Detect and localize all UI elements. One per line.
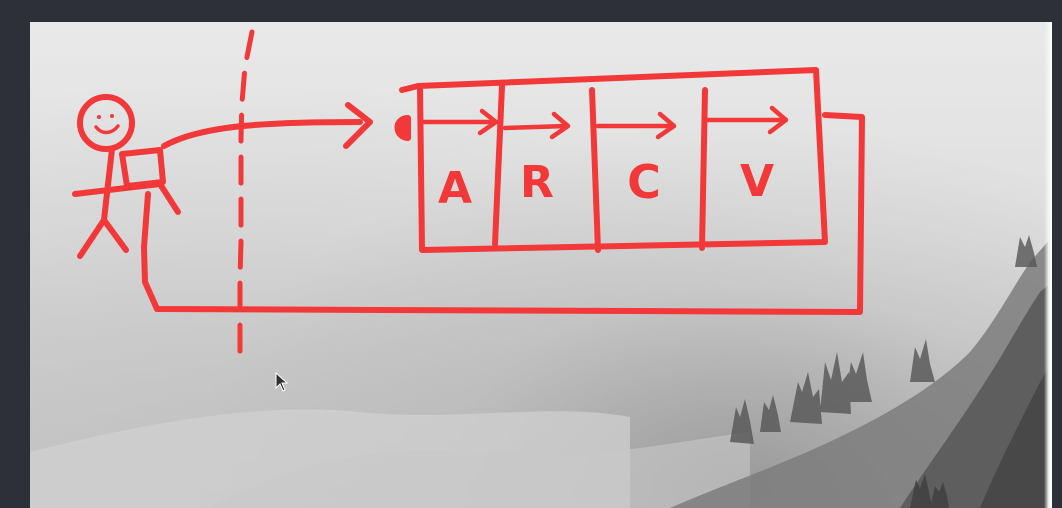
tree (760, 395, 781, 432)
tree (730, 399, 754, 444)
cell-divider (589, 87, 601, 253)
cell-letter-r: R (520, 157, 554, 208)
tree (845, 352, 872, 402)
return-loop (141, 112, 865, 315)
cell-letter-c: C (627, 155, 661, 209)
tree (910, 339, 935, 382)
tree (930, 482, 949, 508)
tree (1015, 235, 1037, 267)
whiteboard-canvas[interactable]: A R C V (30, 22, 1052, 508)
tree (910, 474, 932, 508)
canvas-right-edge (1044, 22, 1052, 508)
cell-arrows (417, 105, 789, 140)
background-photo (30, 235, 1052, 508)
cell-divider (699, 87, 708, 251)
mouse-pointer-icon (275, 372, 289, 392)
dashed-boundary-line (237, 29, 255, 365)
list-box (399, 67, 828, 253)
cell-letter-v: V (740, 156, 774, 207)
mountain-rock-shadow (980, 362, 1052, 508)
arrow-to-list (161, 119, 363, 149)
entry-dot (394, 115, 411, 141)
arrow-head (343, 102, 373, 149)
cell-letter-a: A (438, 163, 472, 214)
tree (820, 352, 851, 414)
fog-hill (210, 432, 750, 508)
red-ink-drawing: A R C V (72, 29, 865, 365)
tree (790, 372, 822, 424)
stick-figure-icon (72, 94, 181, 259)
cell-divider (492, 83, 505, 247)
